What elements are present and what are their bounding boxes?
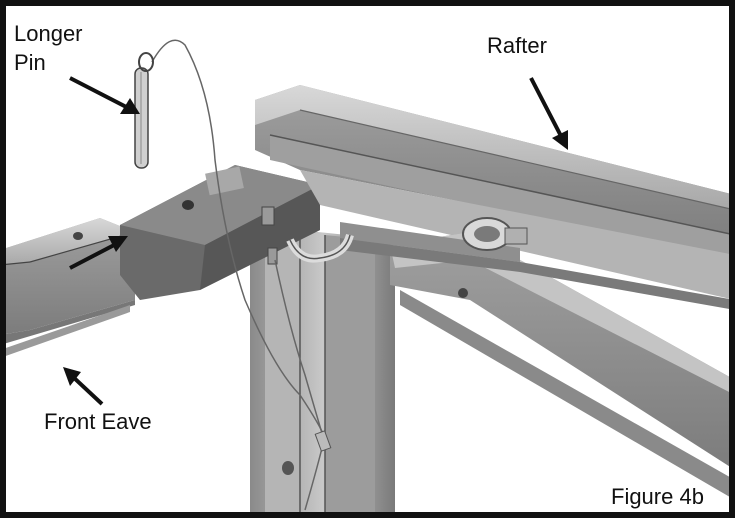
arrow-front-eave: [63, 367, 104, 406]
wire-crimp: [314, 430, 332, 452]
corner-bracket: [120, 165, 320, 300]
label-front-eave: Front Eave: [44, 409, 152, 434]
longer-pin: [134, 52, 154, 169]
strap: [340, 222, 735, 310]
lanyard-wire-lower: [274, 259, 325, 511]
post-clip: [261, 206, 354, 265]
figure-caption: Figure 4b: [611, 484, 704, 509]
label-rafter: Rafter: [487, 33, 547, 58]
vertical-post: [250, 225, 395, 518]
front-eave-beam: [0, 218, 136, 358]
arrow-longer-pin: [69, 76, 140, 114]
rafter-beam: [255, 85, 735, 300]
eye-bolt: [462, 217, 528, 251]
lanyard-wire: [151, 39, 327, 441]
label-pin: Pin: [14, 50, 46, 75]
arrow-rafter: [529, 77, 568, 150]
label-longer: Longer: [14, 21, 83, 46]
arrow-bracket: [69, 236, 128, 270]
